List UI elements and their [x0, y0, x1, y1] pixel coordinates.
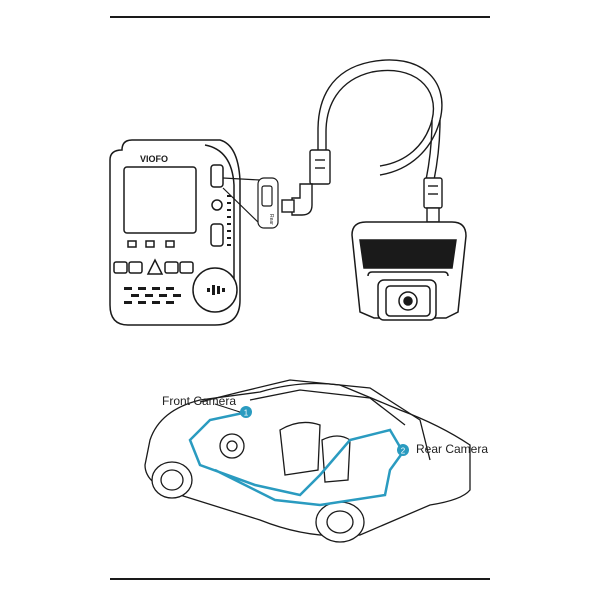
bottom-divider — [110, 578, 490, 580]
front-camera-label: Front Camera — [162, 394, 237, 408]
button-4 — [164, 261, 179, 274]
button-5 — [179, 261, 194, 274]
car-outline — [144, 379, 471, 543]
right-angle-plug — [281, 149, 331, 216]
rear-camera-plug — [423, 177, 443, 223]
top-divider — [110, 16, 490, 18]
button-1 — [113, 261, 128, 274]
svg-text:1: 1 — [244, 409, 249, 418]
dashcam-body — [109, 139, 241, 326]
cable-coil — [317, 59, 443, 181]
svg-text:2: 2 — [401, 447, 406, 456]
front-marker: 1 — [214, 403, 252, 418]
dashcam-screen — [123, 166, 197, 234]
rear-camera-label: Rear Camera — [416, 442, 489, 456]
brand-logo: VIOFO — [140, 154, 168, 164]
cable-route — [188, 411, 405, 507]
rear-marker: 2 — [397, 444, 409, 456]
button-2 — [128, 261, 143, 274]
emergency-button — [146, 258, 164, 275]
rear-camera — [351, 221, 467, 321]
port-label: Rear — [268, 214, 274, 225]
port-callout — [222, 177, 279, 229]
